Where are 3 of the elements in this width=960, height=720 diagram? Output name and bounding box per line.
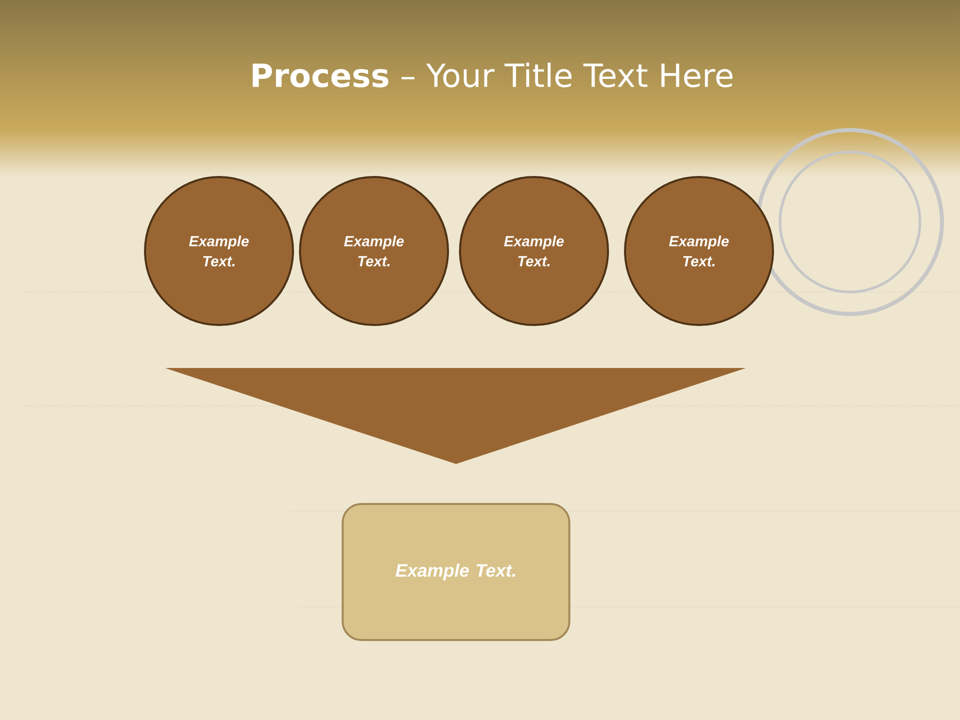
result-box: Example Text. [342,503,570,641]
diagram-title: Process – Your Title Text Here [252,62,732,88]
funnel-triangle [165,368,746,464]
